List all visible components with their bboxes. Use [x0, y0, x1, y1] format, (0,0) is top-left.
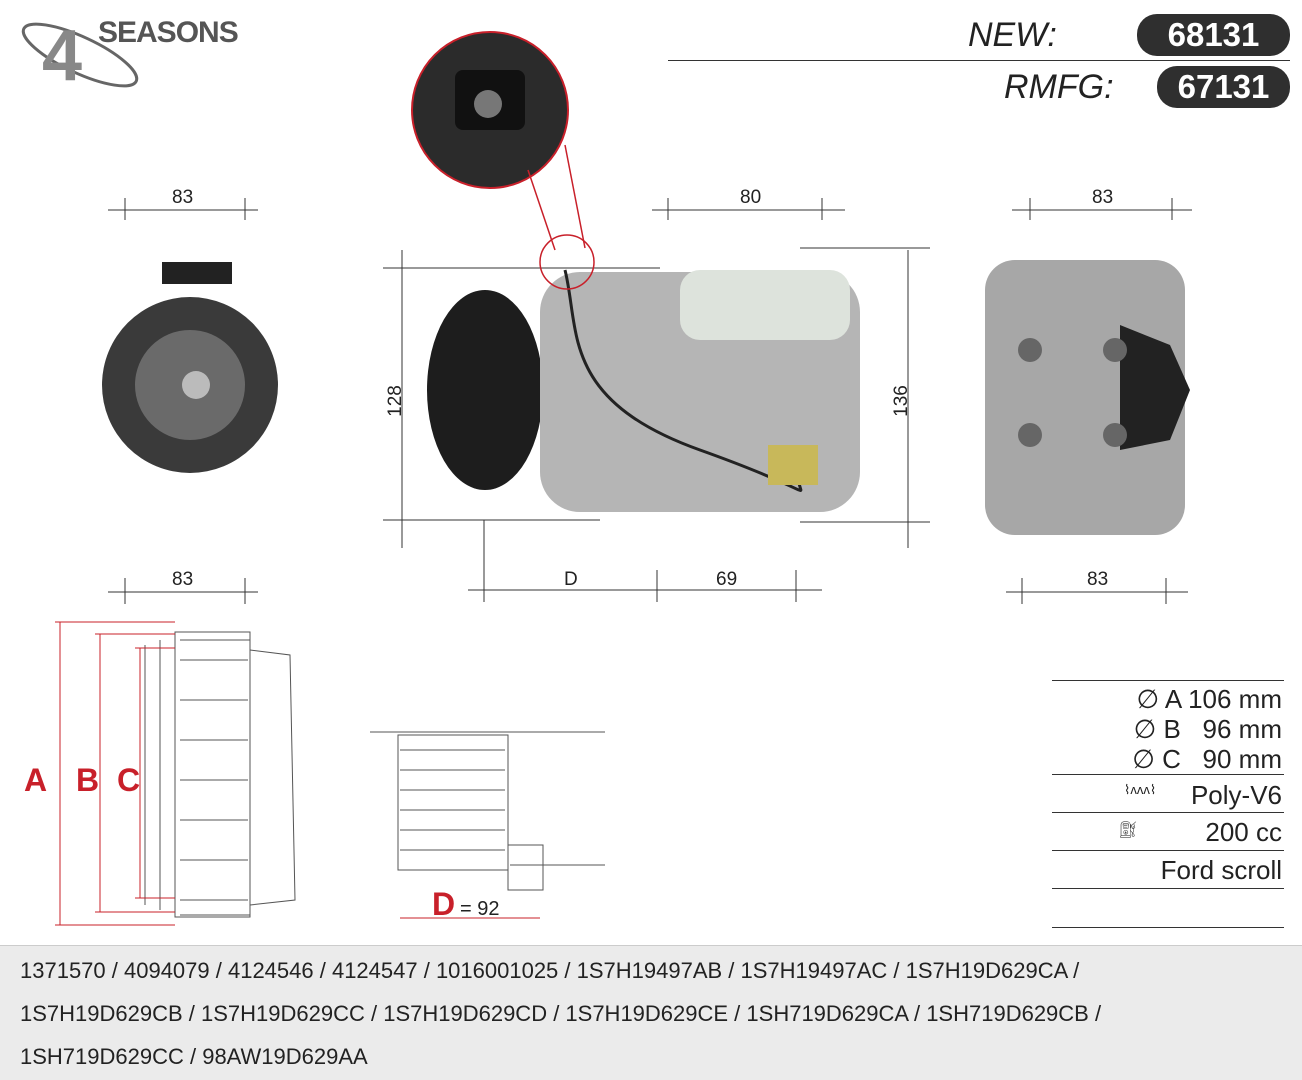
rmfg-part-number: 67131: [1157, 66, 1290, 108]
oe-line: 1S7H19D629CB / 1S7H19D629CC / 1S7H19D629…: [20, 1001, 1102, 1026]
front-width-top: 83: [172, 187, 194, 208]
side-height-right: 136: [890, 385, 912, 417]
spec-divider: [1052, 927, 1284, 928]
spec-divider: [1052, 774, 1284, 775]
spec-divider: [1052, 680, 1284, 681]
rear-width-top: 83: [1092, 187, 1114, 208]
product-drawings: [55, 31, 1192, 926]
oe-numbers-band: 1371570 / 4094079 / 4124546 / 4124547 / …: [0, 945, 1302, 1080]
logo-swoosh-icon: 4: [21, 16, 139, 96]
oil-can-icon: ⛽︎: [1118, 822, 1139, 839]
pulley-label-d: D: [432, 886, 456, 922]
new-label: NEW:: [968, 16, 1057, 54]
spec-divider: [1052, 850, 1284, 851]
oe-line: 1SH719D629CC / 98AW19D629AA: [20, 1044, 368, 1069]
logo-text: SEASONS: [98, 16, 239, 49]
side-height-left: 128: [384, 385, 406, 417]
spec-divider: [1052, 812, 1284, 813]
side-width-top: 80: [740, 187, 762, 208]
header-divider: [668, 60, 1290, 61]
rmfg-label: RMFG:: [1004, 68, 1114, 106]
spec-divider: [1052, 888, 1284, 889]
brand-logo: 4 SEASONS: [20, 10, 250, 96]
oe-line: 1371570 / 4094079 / 4124546 / 4124547 / …: [20, 958, 1080, 983]
new-part-number: 68131: [1137, 14, 1290, 56]
svg-text:4: 4: [42, 16, 82, 90]
side-d-label: D: [564, 569, 578, 590]
pulley-label-b: B: [76, 762, 100, 798]
spec-diameter-a: ∅ A 106 mm: [1136, 684, 1282, 714]
diameter-icon: ∅: [1133, 714, 1164, 744]
pulley-d-value: = 92: [460, 898, 500, 920]
pulley-label-a: A: [24, 762, 48, 798]
pulley-label-c: C: [117, 762, 141, 798]
rear-width-bottom: 83: [1087, 569, 1109, 590]
front-width-bottom: 83: [172, 569, 194, 590]
belt-icon: ⌇ʌʌʌ⌇: [1124, 782, 1157, 797]
diameter-icon: ∅: [1132, 744, 1163, 774]
spec-belt: Poly-V6: [1190, 780, 1282, 810]
spec-diameter-c: ∅ C 90 mm: [1132, 744, 1282, 774]
spec-diameter-b: ∅ B 96 mm: [1133, 714, 1282, 744]
side-width-bottom: 69: [716, 569, 738, 590]
spec-oil: 200 cc: [1205, 817, 1282, 847]
spec-type: Ford scroll: [1160, 855, 1282, 885]
diameter-icon: ∅: [1136, 684, 1165, 714]
